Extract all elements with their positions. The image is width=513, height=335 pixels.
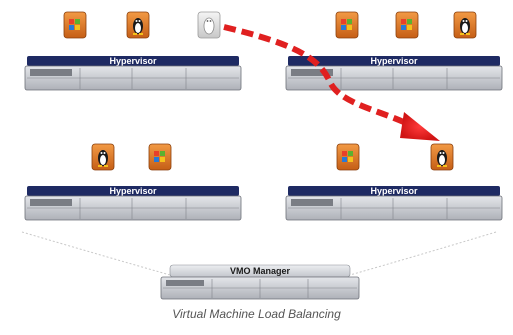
hypervisor-server: Hypervisor: [285, 186, 503, 221]
vmo-manager-label: VMO Manager: [230, 266, 291, 276]
linux-vm-icon: [126, 11, 150, 39]
windows-vm-icon: [335, 11, 359, 39]
hypervisor-label: Hypervisor: [370, 56, 418, 66]
windows-vm-icon: [395, 11, 419, 39]
linux-vm-icon: [430, 143, 454, 171]
host-top-right: Hypervisor: [285, 11, 503, 91]
linux-vm-ghost-icon: [197, 11, 221, 39]
windows-vm-icon: [63, 11, 87, 39]
hypervisor-server: Hypervisor: [24, 56, 242, 91]
hypervisor-label: Hypervisor: [109, 56, 157, 66]
host-bottom-left: Hypervisor: [24, 143, 242, 221]
host-bottom-right: Hypervisor: [285, 143, 503, 221]
linux-vm-icon: [91, 143, 115, 171]
diagram-caption: Virtual Machine Load Balancing: [172, 307, 341, 321]
linux-vm-icon: [453, 11, 477, 39]
host-top-left: Hypervisor: [24, 11, 242, 91]
hypervisor-label: Hypervisor: [109, 186, 157, 196]
hypervisor-server: Hypervisor: [285, 56, 503, 91]
hypervisor-server: Hypervisor: [24, 186, 242, 221]
vmo-manager-server: VMO Manager: [160, 264, 360, 300]
windows-vm-icon: [336, 143, 360, 171]
migration-arrow: [223, 24, 440, 141]
connector-lines: [21, 231, 497, 276]
hypervisor-label: Hypervisor: [370, 186, 418, 196]
windows-vm-icon: [148, 143, 172, 171]
